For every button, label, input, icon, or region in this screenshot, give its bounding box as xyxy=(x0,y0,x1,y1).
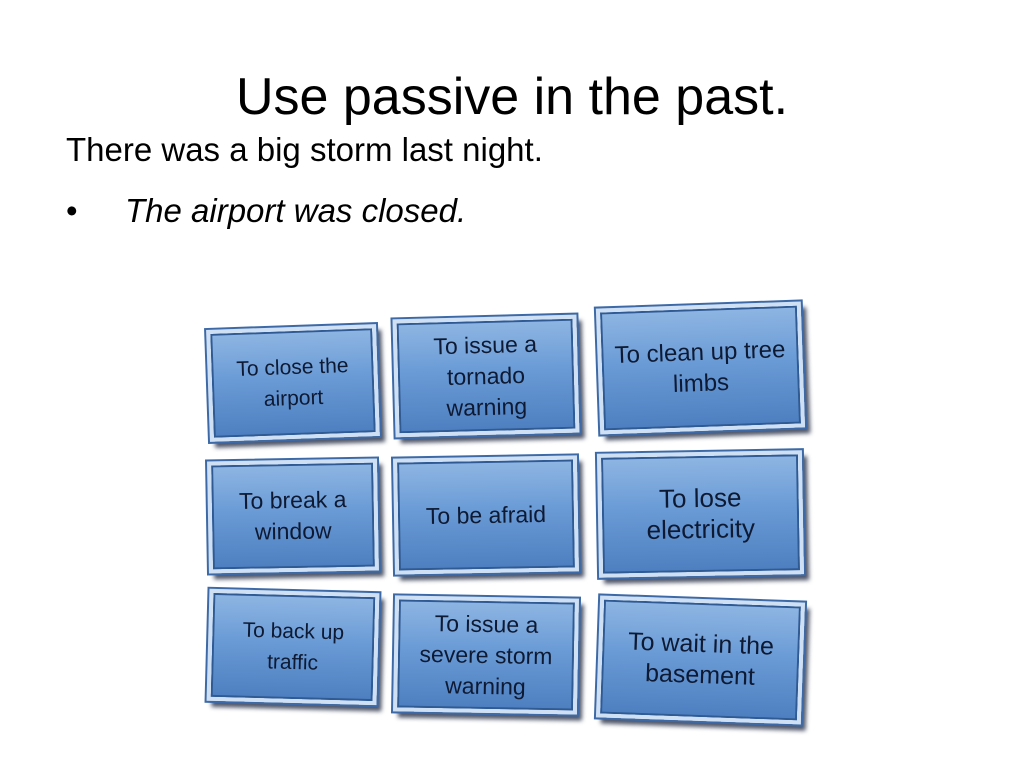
card-issue-severe-storm-warning: To issue a severe storm warning xyxy=(390,593,582,717)
card-label: To clean up tree limbs xyxy=(614,336,786,398)
intro-sentence: There was a big storm last night. xyxy=(66,131,543,168)
card-label: To back up traffic xyxy=(242,618,345,675)
slide-title: Use passive in the past. xyxy=(235,68,789,126)
card-break-window: To break a window xyxy=(205,456,381,576)
card-lose-electricity: To lose electricity xyxy=(594,448,807,580)
card-label: To close the airport xyxy=(236,354,349,412)
bullet-text: The airport was closed. xyxy=(125,192,467,229)
card-label: To issue a severe storm warning xyxy=(419,609,553,700)
card-clean-up-tree-limbs: To clean up tree limbs xyxy=(593,299,808,437)
card-be-afraid: To be afraid xyxy=(390,453,582,577)
card-label: To break a window xyxy=(238,486,347,545)
card-issue-tornado-warning: To issue a tornado warning xyxy=(390,312,582,440)
card-back-up-traffic: To back up traffic xyxy=(204,586,382,708)
card-close-airport: To close the airport xyxy=(204,321,382,445)
card-label: To wait in the basement xyxy=(627,627,775,691)
card-label: To be afraid xyxy=(425,500,547,529)
card-wait-in-basement: To wait in the basement xyxy=(593,593,808,727)
card-label: To lose electricity xyxy=(646,482,756,545)
bullet-marker: • xyxy=(66,192,78,229)
card-label: To issue a tornado warning xyxy=(433,330,538,421)
